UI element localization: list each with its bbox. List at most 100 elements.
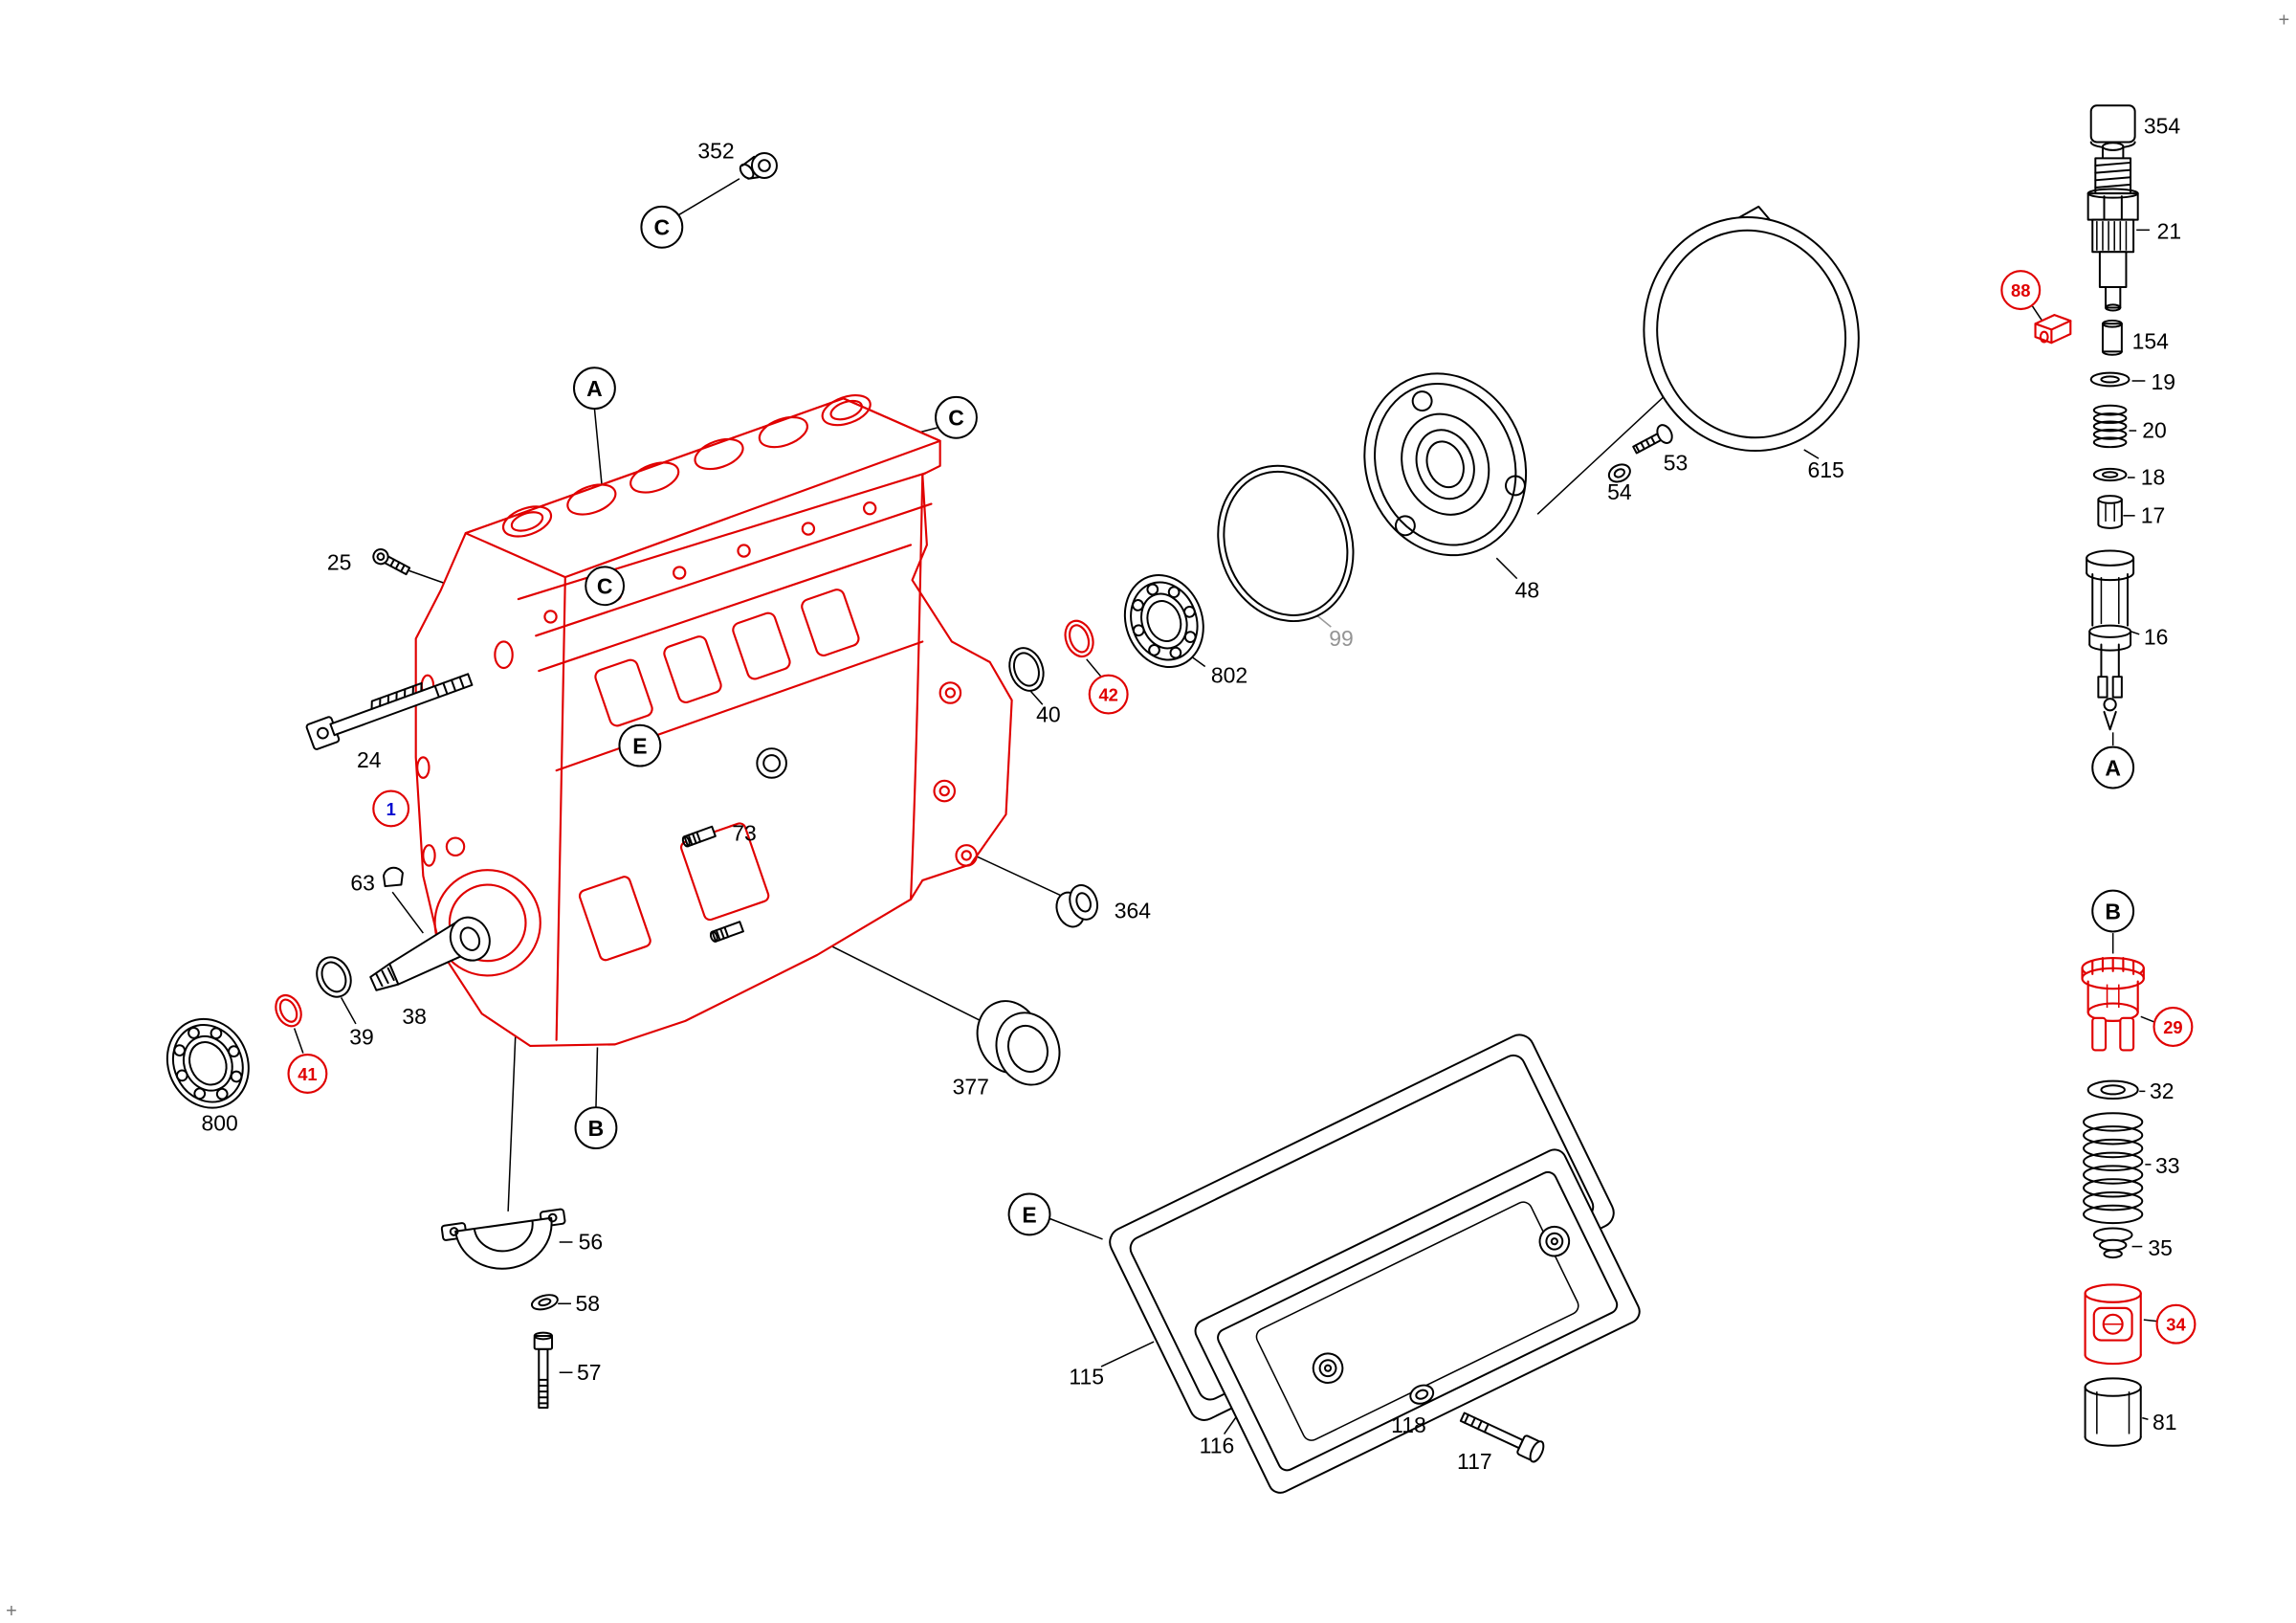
part-35-spring-seat xyxy=(2092,1227,2133,1259)
callout-e-main: E xyxy=(618,723,662,767)
crop-mark-top-right: + xyxy=(2279,11,2290,32)
callout-e-cover: E xyxy=(1007,1192,1051,1236)
callout-b-column-label: B xyxy=(2105,900,2121,924)
part-88-clip xyxy=(2034,314,2072,345)
label-39: 39 xyxy=(349,1024,374,1049)
part-16-barrel xyxy=(2086,549,2135,731)
label-354: 354 xyxy=(2144,113,2181,138)
callout-b-column: B xyxy=(2091,889,2135,933)
part-34-roller-tappet xyxy=(2084,1283,2142,1366)
part-20-spring xyxy=(2092,404,2128,449)
ref-88-label: 88 xyxy=(2011,280,2030,300)
label-800: 800 xyxy=(201,1111,237,1136)
label-352: 352 xyxy=(697,138,734,163)
part-40-seal-ring xyxy=(1008,647,1045,692)
housing-left-face xyxy=(416,473,924,1041)
part-25-screw xyxy=(372,548,411,576)
label-24: 24 xyxy=(357,747,382,772)
label-56: 56 xyxy=(579,1230,604,1255)
ref-34: 34 xyxy=(2155,1303,2197,1345)
ref-41-label: 41 xyxy=(298,1064,317,1084)
ref-88: 88 xyxy=(2000,270,2042,311)
part-41-oring xyxy=(275,993,302,1028)
label-116: 116 xyxy=(1200,1433,1235,1457)
part-73-stud-lower xyxy=(709,921,744,943)
part-42-oring xyxy=(1064,619,1094,658)
label-73: 73 xyxy=(732,821,757,846)
part-615-clamp-ring xyxy=(1643,205,1860,453)
label-63: 63 xyxy=(350,871,375,896)
callout-e-cover-label: E xyxy=(1022,1202,1036,1227)
label-117: 117 xyxy=(1457,1449,1492,1474)
part-81-roller xyxy=(2084,1377,2142,1447)
label-154: 154 xyxy=(2132,328,2170,353)
label-53: 53 xyxy=(1664,450,1689,475)
ref-41: 41 xyxy=(287,1054,328,1094)
part-32-washer xyxy=(2086,1079,2139,1100)
housing-top-ports xyxy=(501,394,872,538)
label-18: 18 xyxy=(2141,465,2166,490)
part-800-bearing xyxy=(166,1017,250,1109)
callout-c-inner-label: C xyxy=(597,574,613,599)
part-24-control-rack xyxy=(305,673,474,750)
part-54-washer xyxy=(1607,463,1631,483)
callout-a-column-label: A xyxy=(2105,756,2121,781)
callout-a-main-label: A xyxy=(586,376,603,401)
callout-b-main: B xyxy=(574,1106,618,1150)
part-364-plug xyxy=(1055,884,1099,928)
callout-a-main: A xyxy=(573,367,616,411)
label-16: 16 xyxy=(2144,625,2169,650)
housing-step-band xyxy=(517,472,933,637)
callout-c-top-label: C xyxy=(654,215,671,240)
ref-42-label: 42 xyxy=(1098,684,1117,704)
part-154-sleeve xyxy=(2101,319,2123,356)
part-57-bolt xyxy=(533,1331,554,1409)
label-99: 99 xyxy=(1329,626,1354,651)
callout-e-main-label: E xyxy=(632,734,647,759)
part-116-cover xyxy=(1194,1148,1641,1494)
part-29-control-sleeve xyxy=(2081,956,2145,1052)
callout-c-right: C xyxy=(935,395,978,439)
housing-top-face xyxy=(464,397,941,579)
label-21: 21 xyxy=(2157,219,2182,244)
ref-1: 1 xyxy=(372,789,410,828)
housing-right-flange xyxy=(933,681,978,867)
part-53-screw xyxy=(1632,424,1673,455)
part-99-oring xyxy=(1217,464,1355,623)
label-25: 25 xyxy=(327,549,352,574)
ref-29-label: 29 xyxy=(2163,1017,2182,1037)
crop-mark-bottom-left: + xyxy=(6,1601,17,1622)
label-19: 19 xyxy=(2151,369,2175,394)
callout-c-right-label: C xyxy=(948,406,964,431)
label-54: 54 xyxy=(1607,479,1632,504)
part-38-camshaft-end xyxy=(369,916,491,991)
label-20: 20 xyxy=(2142,418,2167,443)
ref-1-label: 1 xyxy=(386,799,396,819)
label-377: 377 xyxy=(953,1074,989,1099)
label-33: 33 xyxy=(2155,1153,2180,1178)
ref-42: 42 xyxy=(1088,674,1129,715)
part-352-bolt xyxy=(739,151,778,180)
part-377-cup-plug xyxy=(976,1000,1061,1086)
part-58-washer xyxy=(530,1294,559,1311)
label-38: 38 xyxy=(402,1004,427,1029)
label-802: 802 xyxy=(1211,662,1247,687)
label-48: 48 xyxy=(1515,578,1540,603)
callout-b-main-label: B xyxy=(588,1116,605,1141)
ref-34-label: 34 xyxy=(2166,1315,2186,1335)
part-56-bearing-cap xyxy=(440,1208,566,1270)
part-19-ring xyxy=(2089,371,2130,388)
part-118-washer xyxy=(1409,1384,1435,1405)
label-57: 57 xyxy=(577,1360,602,1385)
label-615: 615 xyxy=(1808,457,1844,482)
part-117-bolt xyxy=(1459,1412,1545,1463)
part-17-fitting xyxy=(2097,495,2123,529)
part-354-cap xyxy=(2089,104,2136,149)
part-18-ring xyxy=(2092,467,2128,482)
part-48-flange xyxy=(1363,372,1528,557)
part-33-spring xyxy=(2083,1112,2144,1225)
callout-c-top: C xyxy=(640,205,684,249)
part-39-ring xyxy=(316,956,352,998)
